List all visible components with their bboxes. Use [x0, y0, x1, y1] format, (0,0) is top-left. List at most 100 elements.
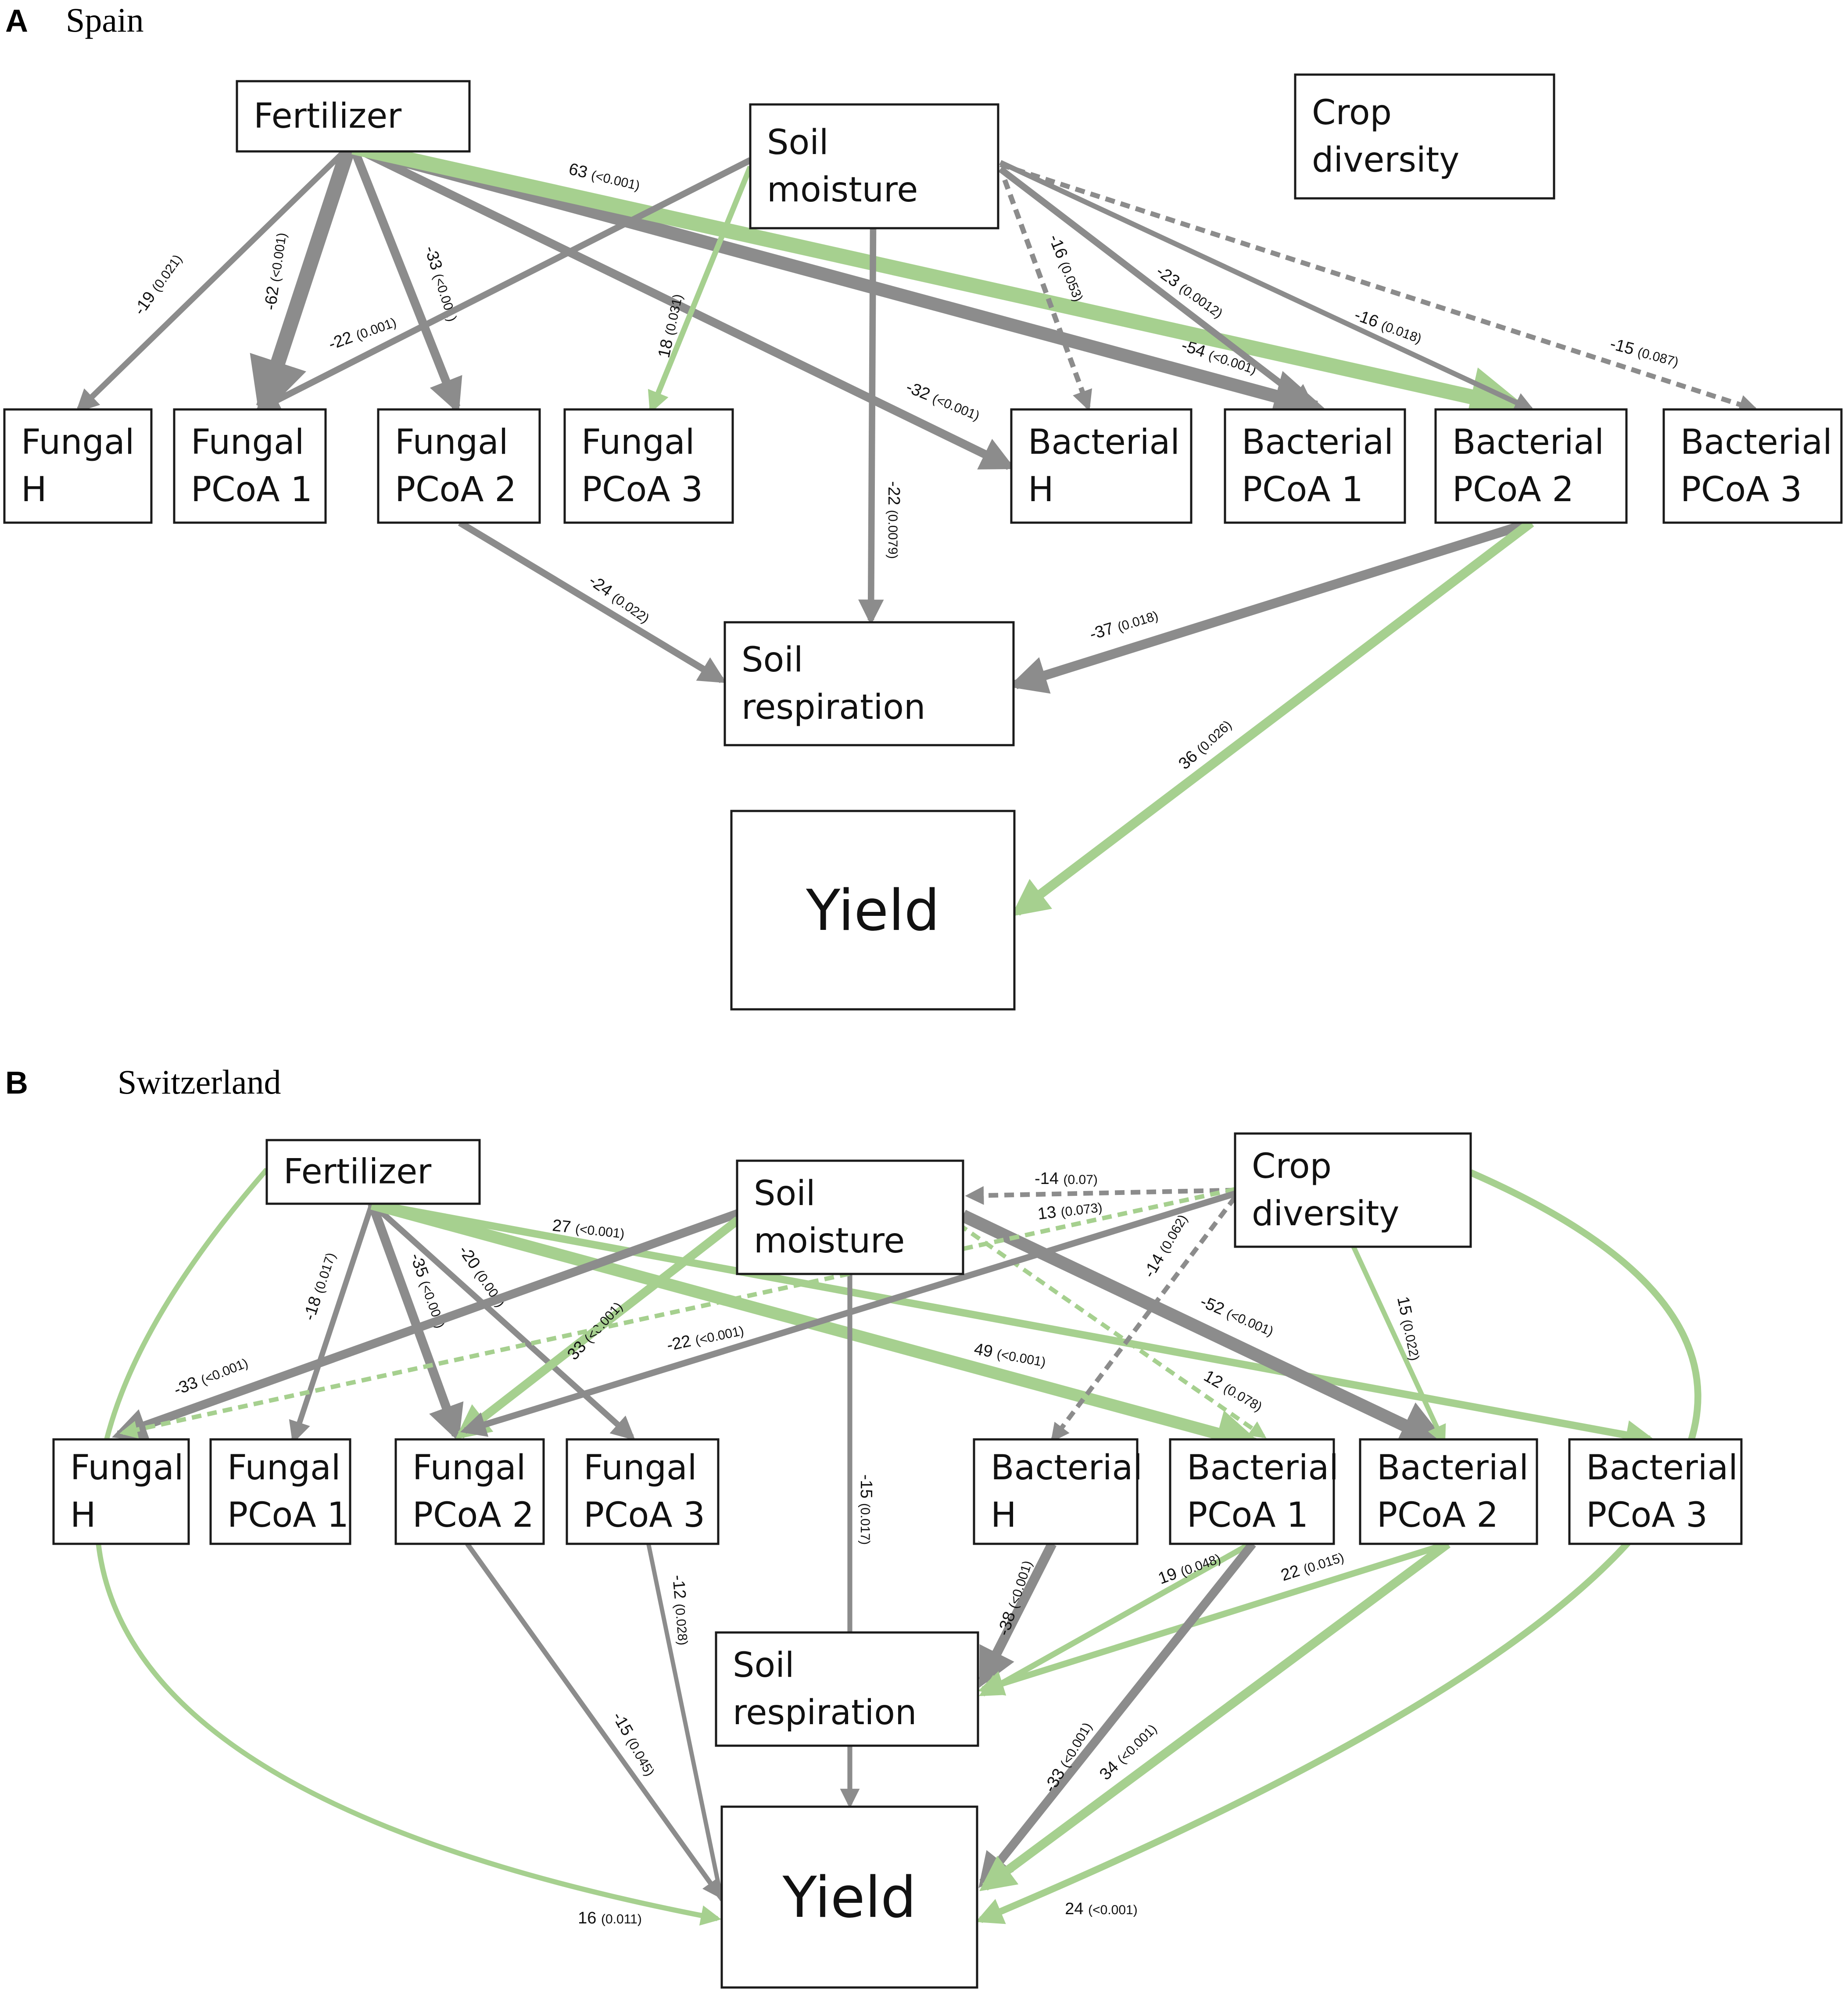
edge-bp1-to-resp — [978, 1541, 1252, 1697]
edge-crop-to-soilm — [965, 1186, 1236, 1205]
node-box — [1234, 1132, 1472, 1248]
node-label-line: moisture — [767, 170, 918, 210]
edge-label-fp2-to-yield: -15 (0.045) — [609, 1709, 660, 1779]
edge-soilm-to-fp3 — [648, 165, 753, 414]
edge-label-soilm-to-bp1: 12 (0.078) — [1200, 1367, 1266, 1415]
edge-fert-to-fp1 — [289, 1203, 375, 1444]
node-label-line: Bacterial — [1028, 423, 1180, 462]
node-box — [265, 1139, 481, 1205]
edge-label-soilm-to-yield: -15 (0.017) — [857, 1474, 875, 1545]
edge-bh-to-resp — [978, 1541, 1057, 1688]
edge-fp3-to-yield — [646, 1543, 727, 1904]
node-label: Yield — [782, 1865, 917, 1930]
panel-b-title: Switzerland — [118, 1063, 281, 1101]
node-label-line: PCoA 1 — [1242, 470, 1363, 509]
node-yield: Yield — [730, 810, 1016, 1011]
node-box — [723, 621, 1015, 746]
node-label-line: Fungal — [191, 423, 304, 462]
node-label-line: respiration — [741, 688, 925, 727]
node-label-line: PCoA 3 — [581, 470, 703, 509]
node-label-line: Crop — [1312, 93, 1392, 133]
edge-soilm-to-bh — [1002, 179, 1092, 411]
edge-label-soilm-to-resp: -22 (0.0079) — [885, 481, 903, 559]
edge-label-soilm-to-fp1: -22 (0.001) — [326, 312, 398, 354]
node-label-line: Crop — [1252, 1147, 1332, 1186]
node-label-line: PCoA 1 — [227, 1496, 349, 1535]
edge-bp2-to-yield — [1011, 519, 1534, 917]
node-label-line: Fungal — [227, 1448, 340, 1488]
edge-crop-to-fh — [119, 1187, 1236, 1439]
node-label-line: Fungal — [395, 423, 508, 462]
edge-fert-to-fp3 — [370, 1201, 636, 1441]
edge-label-crop-to-soilm: -14 (0.07) — [1035, 1169, 1098, 1188]
edge-label-fp3-to-yield: -12 (0.028) — [669, 1574, 693, 1646]
node-label-line: Fungal — [584, 1448, 697, 1488]
node-box — [720, 1805, 978, 1989]
edge-fert-to-fp1 — [250, 144, 356, 419]
node-label-line: Soil — [741, 640, 803, 680]
edge-fert-to-bp3 — [371, 1200, 1656, 1450]
node-label-line: Bacterial — [1586, 1448, 1738, 1488]
edge-soilm-to-fh — [112, 1209, 740, 1442]
node-label-line: Bacterial — [991, 1448, 1142, 1488]
node-box — [209, 1438, 351, 1545]
node-label-line: Bacterial — [1680, 423, 1832, 462]
node-box — [3, 408, 153, 524]
node-box — [566, 1438, 720, 1545]
node-label-line: PCoA 1 — [1187, 1496, 1308, 1535]
edge-label-bp1-to-resp: 19 (0.048) — [1156, 1549, 1223, 1588]
node-fert: Fertilizer — [236, 80, 471, 153]
edge-label-fert-to-yield: 16 (0.011) — [578, 1909, 642, 1927]
node-label-line: Soil — [754, 1174, 816, 1213]
edge-fert-to-bh — [351, 143, 1015, 470]
node-box — [563, 408, 734, 524]
edge-fert-to-bp2 — [351, 140, 1530, 426]
node-box — [1010, 408, 1193, 524]
panel-a-edges: -19 (0.021)-62 (<0.001)-33 (<0.001)-32 (… — [75, 140, 1759, 917]
node-box — [377, 408, 541, 524]
node-box — [394, 1438, 545, 1545]
edge-soilm-to-bp1 — [998, 166, 1316, 411]
panel-a-letter: A — [5, 4, 28, 39]
node-label-line: Bacterial — [1187, 1448, 1339, 1488]
node-label-line: Bacterial — [1242, 423, 1393, 462]
node-label-line: Fungal — [412, 1448, 526, 1488]
node-label-line: Soil — [767, 123, 829, 162]
edge-fert-to-yield — [94, 1168, 722, 1926]
edge-crop-to-bh — [1050, 1195, 1237, 1442]
node-label: Yield — [806, 878, 940, 943]
node-label-line: PCoA 3 — [1586, 1496, 1708, 1535]
node-box — [1359, 1438, 1538, 1545]
node-box — [236, 80, 471, 153]
node-soilm: Soil moisture — [749, 103, 999, 230]
node-label-line: Bacterial — [1377, 1448, 1529, 1488]
node-label-line: Fertilizer — [283, 1152, 432, 1192]
node-box — [1662, 408, 1843, 524]
edge-soilm-to-fp1 — [254, 157, 752, 413]
edge-label-fert-to-fh: -19 (0.021) — [130, 250, 186, 319]
node-box — [1568, 1438, 1743, 1545]
edge-fert-to-fp2 — [349, 145, 462, 414]
edge-label-fert-to-fp1: -62 (<0.001) — [261, 231, 290, 311]
edge-bp2-to-yield — [979, 1540, 1451, 1891]
edge-fert-to-fh — [75, 145, 351, 413]
node-box — [1224, 408, 1406, 524]
edge-label-crop-to-bp2: 15 (0.022) — [1393, 1295, 1425, 1362]
